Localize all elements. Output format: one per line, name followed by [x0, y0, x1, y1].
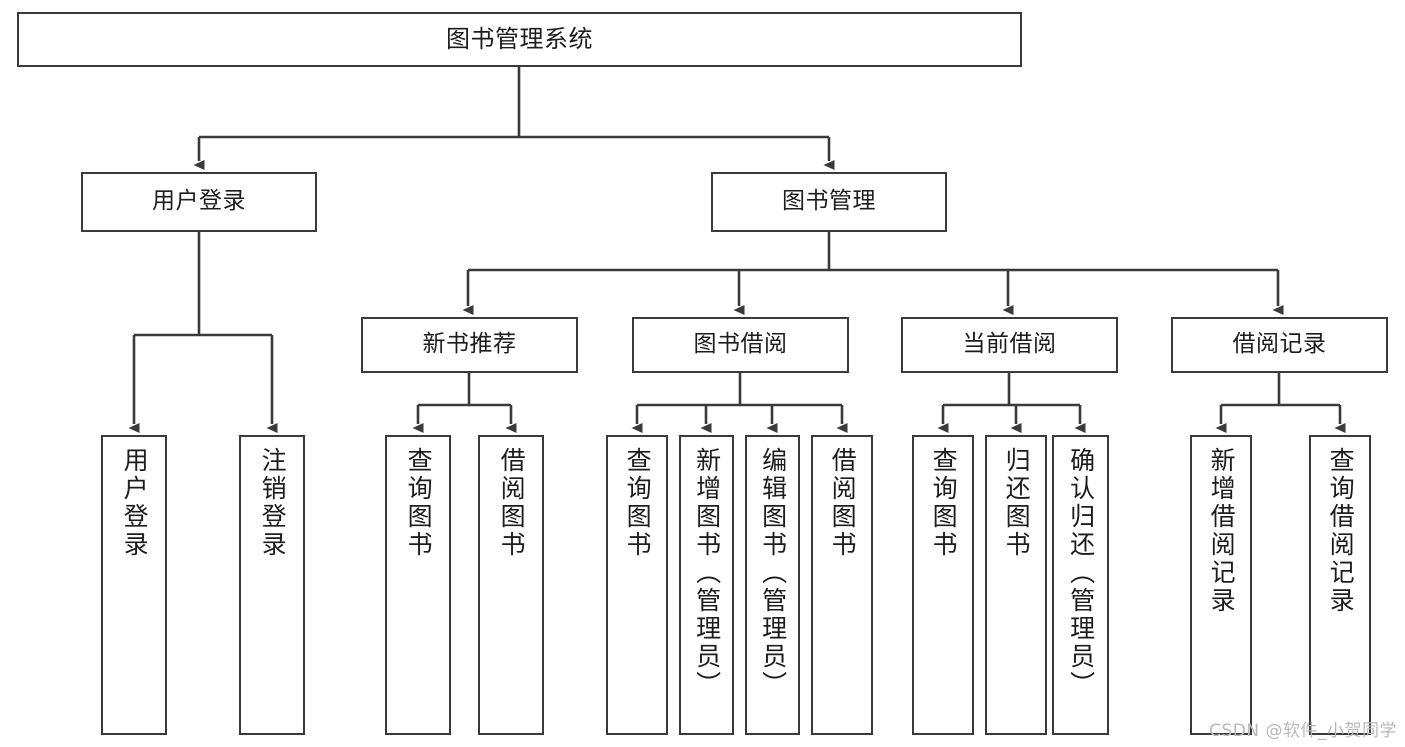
node-leaf-leaf-edit-book-label: 编辑图书（管理员） — [758, 447, 788, 699]
node-leaf-leaf-return-book-label: 归还图书 — [1002, 447, 1032, 559]
node-current-borrow-label: 当前借阅 — [962, 331, 1057, 358]
node-leaf-leaf-user-login[interactable]: 用户登录 — [101, 435, 167, 735]
node-leaf-leaf-borrow-book-2-label: 借阅图书 — [828, 447, 858, 559]
node-borrow-record-label: 借阅记录 — [1232, 331, 1327, 358]
node-leaf-leaf-borrow-book-2[interactable]: 借阅图书 — [811, 435, 873, 735]
node-leaf-leaf-return-book[interactable]: 归还图书 — [985, 435, 1047, 735]
node-root-label: 图书管理系统 — [446, 25, 593, 54]
node-leaf-leaf-confirm-return[interactable]: 确认归还（管理员） — [1052, 435, 1109, 735]
node-leaf-leaf-add-record[interactable]: 新增借阅记录 — [1190, 435, 1252, 735]
node-leaf-leaf-query-book-2-label: 查询图书 — [623, 447, 653, 559]
node-leaf-leaf-query-book-3[interactable]: 查询图书 — [912, 435, 974, 735]
node-leaf-leaf-logout[interactable]: 注销登录 — [239, 435, 305, 735]
node-leaf-leaf-user-login-label: 用户登录 — [120, 447, 150, 559]
node-book-borrow[interactable]: 图书借阅 — [632, 317, 849, 373]
node-leaf-leaf-borrow-book-1[interactable]: 借阅图书 — [478, 435, 544, 735]
node-leaf-leaf-query-record-label: 查询借阅记录 — [1326, 447, 1356, 615]
node-new-book-recommend-label: 新书推荐 — [422, 331, 517, 358]
node-leaf-leaf-add-record-label: 新增借阅记录 — [1207, 447, 1237, 615]
node-current-borrow[interactable]: 当前借阅 — [901, 317, 1118, 373]
node-user-login[interactable]: 用户登录 — [81, 172, 317, 232]
node-root[interactable]: 图书管理系统 — [17, 12, 1022, 67]
watermark-text: CSDN @软件_小贺同学 — [1209, 721, 1397, 741]
node-new-book-recommend[interactable]: 新书推荐 — [361, 317, 578, 373]
node-book-borrow-label: 图书借阅 — [693, 331, 788, 358]
node-leaf-leaf-confirm-return-label: 确认归还（管理员） — [1066, 447, 1096, 699]
node-leaf-leaf-edit-book[interactable]: 编辑图书（管理员） — [745, 435, 800, 735]
node-leaf-leaf-add-book-label: 新增图书（管理员） — [692, 447, 722, 699]
node-borrow-record[interactable]: 借阅记录 — [1171, 317, 1388, 373]
node-leaf-leaf-logout-label: 注销登录 — [258, 447, 288, 559]
node-leaf-leaf-add-book[interactable]: 新增图书（管理员） — [679, 435, 734, 735]
node-leaf-leaf-query-record[interactable]: 查询借阅记录 — [1309, 435, 1371, 735]
node-leaf-leaf-query-book-3-label: 查询图书 — [929, 447, 959, 559]
node-book-manage[interactable]: 图书管理 — [711, 172, 947, 232]
node-leaf-leaf-query-book-1-label: 查询图书 — [404, 447, 434, 559]
node-book-manage-label: 图书管理 — [782, 188, 876, 215]
node-leaf-leaf-query-book-1[interactable]: 查询图书 — [385, 435, 451, 735]
node-user-login-label: 用户登录 — [152, 188, 246, 215]
node-leaf-leaf-query-book-2[interactable]: 查询图书 — [606, 435, 668, 735]
node-leaf-leaf-borrow-book-1-label: 借阅图书 — [497, 447, 527, 559]
